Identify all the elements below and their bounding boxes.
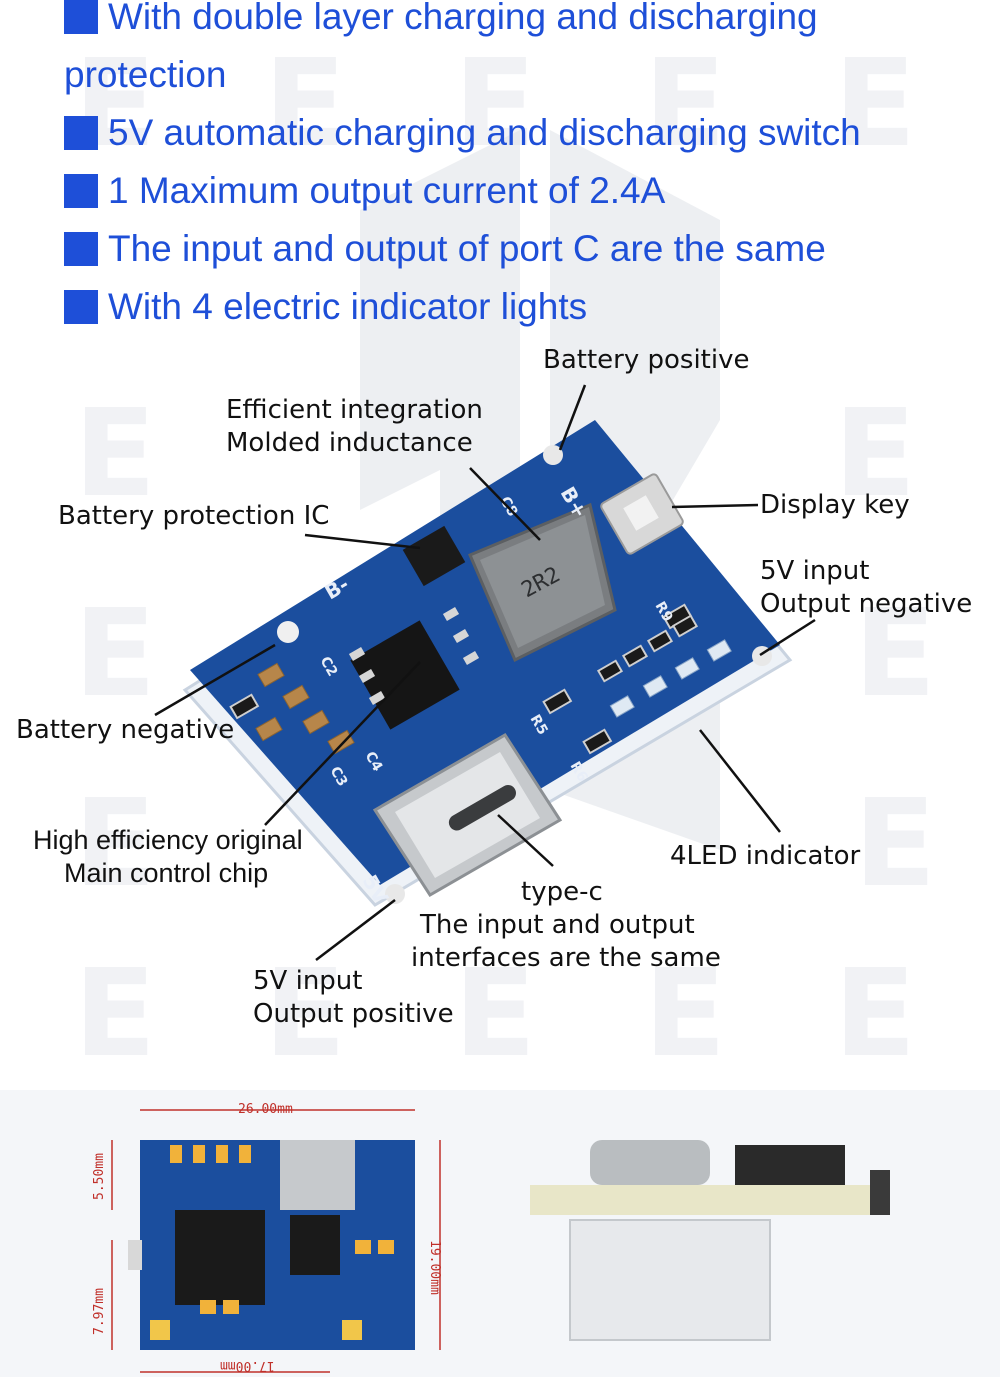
label-input-positive-line2: Output positive: [253, 999, 454, 1029]
dimension-drawing: [111, 1109, 890, 1373]
bullet-square-icon: [64, 174, 98, 208]
dimension-left-top: 5.50mm: [92, 1153, 107, 1200]
pad-b-plus: [543, 445, 563, 465]
protection-ic: [402, 525, 466, 587]
led-2: [642, 675, 668, 698]
board-side-view: [530, 1185, 890, 1215]
pad-output-positive: [385, 884, 405, 904]
pcb-board-illustration: 2R2 B-: [154, 384, 816, 961]
bottom-photos: 26.00mm 19.00mm 5.50mm 7.97mm 17.00mm: [0, 1090, 1000, 1377]
label-inductance-line1: Efficient integration: [226, 395, 483, 425]
feature-item: The input and output of port C are the s…: [64, 220, 964, 278]
main-control-chip: [350, 620, 460, 730]
label-input-negative-line1: 5V input: [760, 556, 870, 586]
bullet-square-icon: [64, 0, 98, 34]
feature-item: 5V automatic charging and discharging sw…: [64, 104, 964, 162]
feature-item: With 4 electric indicator lights: [64, 278, 964, 336]
label-input-negative-line2: Output negative: [760, 589, 973, 619]
led-1: [609, 695, 635, 718]
label-display-key: Display key: [760, 490, 910, 520]
bullet-square-icon: [64, 116, 98, 150]
label-battery-negative: Battery negative: [16, 715, 235, 745]
feature-item: 1 Maximum output current of 2.4A: [64, 162, 964, 220]
label-inductance-line2: Molded inductance: [226, 428, 473, 458]
label-input-positive-line1: 5V input: [253, 966, 363, 996]
label-4led-indicator: 4LED indicator: [670, 841, 861, 871]
led-3: [674, 657, 700, 680]
dimension-height: 19.00mm: [427, 1240, 442, 1295]
led-indicators: [609, 639, 732, 718]
label-main-chip-line1: High efficiency original: [33, 825, 303, 855]
label-battery-protection-ic: Battery protection IC: [58, 501, 330, 531]
typec-side-view: [590, 1140, 710, 1185]
label-typec-line1: type-c: [521, 877, 603, 907]
feature-list: With double layer charging and dischargi…: [64, 0, 964, 336]
dimension-bottom: 17.00mm: [220, 1358, 275, 1373]
bullet-square-icon: [64, 232, 98, 266]
typec-top-view: [280, 1140, 355, 1210]
label-battery-positive: Battery positive: [543, 345, 750, 375]
feature-item: With double layer charging and dischargi…: [64, 0, 964, 46]
bullet-square-icon: [64, 290, 98, 324]
led-4: [706, 639, 732, 662]
usb-side-view: [569, 1219, 771, 1341]
feature-item-continuation: protection: [64, 54, 227, 95]
main-chip-top-view: [175, 1210, 265, 1305]
dimension-width: 26.00mm: [238, 1102, 293, 1117]
label-main-chip-line2: Main control chip: [64, 858, 269, 888]
dimension-left-bottom: 7.97mm: [92, 1288, 107, 1335]
pad-b-minus: [277, 621, 299, 643]
label-typec-line2: The input and output: [420, 910, 695, 940]
label-typec-line3: interfaces are the same: [411, 943, 721, 973]
